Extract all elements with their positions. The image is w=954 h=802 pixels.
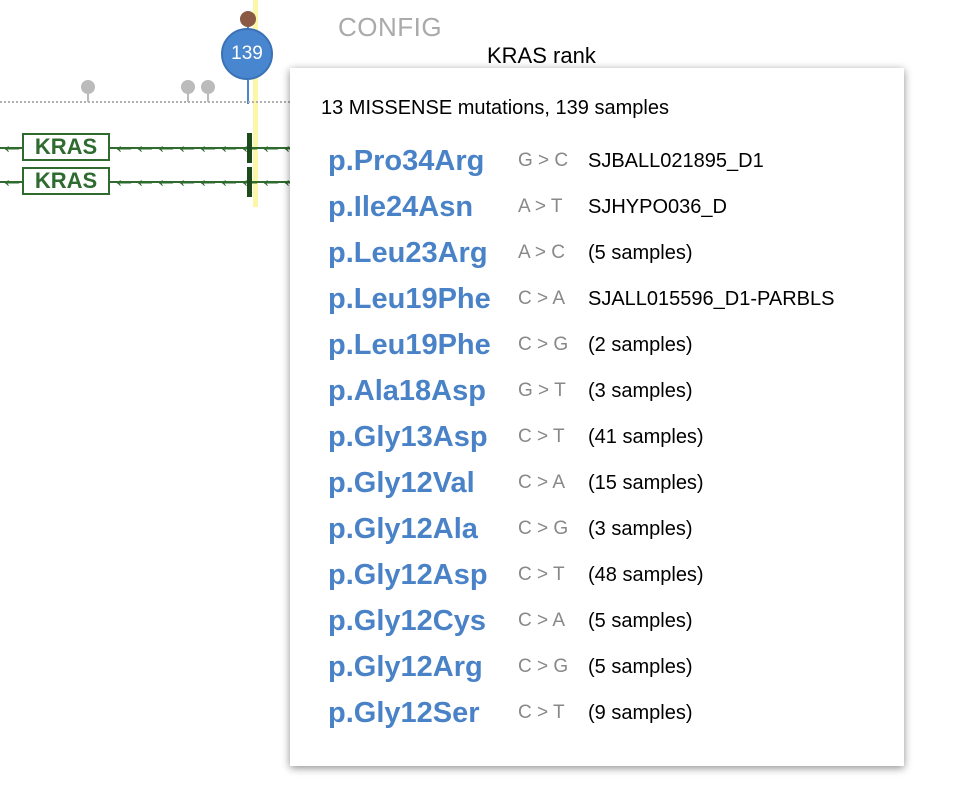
mutation-dot-small[interactable] <box>201 80 215 94</box>
mutation-row: p.Ile24Asn A > T SJHYPO036_D <box>328 184 834 230</box>
mutation-name-link[interactable]: p.Gly12Arg <box>328 650 483 683</box>
mutation-change: C > A <box>518 472 565 493</box>
gene-track-row[interactable]: ← KRAS ←←←←←←←←← <box>0 132 304 163</box>
config-button[interactable]: CONFIG <box>338 12 443 42</box>
mutation-change: C > G <box>518 518 569 539</box>
mutation-change: C > T <box>518 702 565 723</box>
strand-arrows-icon: ←←←←←←←←← <box>112 132 304 159</box>
mutation-row: p.Leu19Phe C > G (2 samples) <box>328 322 834 368</box>
tooltip-header: 13 MISSENSE mutations, 139 samples <box>321 97 669 119</box>
mutation-tooltip: 13 MISSENSE mutations, 139 samples p.Pro… <box>290 68 904 766</box>
mutation-name-link[interactable]: p.Gly13Asp <box>328 420 488 453</box>
gene-strand-line <box>0 181 290 183</box>
mutation-name-link[interactable]: p.Leu19Phe <box>328 282 491 315</box>
mutation-row: p.Leu23Arg A > C (5 samples) <box>328 230 834 276</box>
mutation-change: C > T <box>518 426 565 447</box>
mutation-samples: (3 samples) <box>588 517 693 540</box>
mutation-samples: (48 samples) <box>588 563 704 586</box>
mutation-row: p.Gly12Cys C > A (5 samples) <box>328 598 834 644</box>
mutation-samples: (41 samples) <box>588 425 704 448</box>
mutation-row: p.Leu19Phe C > A SJALL015596_D1-PARBLS <box>328 276 834 322</box>
mutation-name-link[interactable]: p.Gly12Val <box>328 466 475 499</box>
mutation-dot-other[interactable] <box>240 11 256 27</box>
exon-marker <box>247 167 252 197</box>
mutation-row: p.Gly13Asp C > T (41 samples) <box>328 414 834 460</box>
mutation-axis <box>0 101 290 103</box>
mutation-change: C > G <box>518 656 569 677</box>
mutation-change: C > A <box>518 610 565 631</box>
strand-arrow-icon: ← <box>0 166 24 193</box>
mutation-name-link[interactable]: p.Leu19Phe <box>328 328 491 361</box>
position-highlight <box>253 0 258 207</box>
mutation-name-link[interactable]: p.Gly12Cys <box>328 604 486 637</box>
mutation-count-disc[interactable]: 139 <box>221 28 273 80</box>
lollipop-stem-small <box>187 92 189 102</box>
lollipop-stem <box>247 80 249 104</box>
mutation-name-link[interactable]: p.Ala18Asp <box>328 374 486 407</box>
mutation-row: p.Gly12Ser C > T (9 samples) <box>328 690 834 736</box>
mutation-row: p.Gly12Ala C > G (3 samples) <box>328 506 834 552</box>
mutation-list: p.Pro34Arg G > C SJBALL021895_D1 p.Ile24… <box>328 138 834 736</box>
track-rank-label: KRAS rank <box>487 43 596 68</box>
gene-label[interactable]: KRAS <box>22 133 110 161</box>
mutation-change: C > G <box>518 334 569 355</box>
mutation-change: C > T <box>518 564 565 585</box>
mutation-samples: (5 samples) <box>588 655 693 678</box>
lollipop-stem-small <box>207 92 209 102</box>
mutation-row: p.Gly12Asp C > T (48 samples) <box>328 552 834 598</box>
gene-track-row[interactable]: ← KRAS ←←←←←←←←← <box>0 166 304 197</box>
mutation-samples: (9 samples) <box>588 701 693 724</box>
mutation-name-link[interactable]: p.Gly12Asp <box>328 558 488 591</box>
mutation-row: p.Ala18Asp G > T (3 samples) <box>328 368 834 414</box>
mutation-name-link[interactable]: p.Gly12Ala <box>328 512 478 545</box>
mutation-change: G > C <box>518 150 569 171</box>
mutation-dot-small[interactable] <box>81 80 95 94</box>
mutation-samples: (5 samples) <box>588 609 693 632</box>
mutation-change: A > C <box>518 242 565 263</box>
strand-arrow-icon: ← <box>0 132 24 159</box>
mutation-name-link[interactable]: p.Leu23Arg <box>328 236 488 269</box>
mutation-row: p.Gly12Val C > A (15 samples) <box>328 460 834 506</box>
mutation-change: C > A <box>518 288 565 309</box>
mutation-row: p.Gly12Arg C > G (5 samples) <box>328 644 834 690</box>
mutation-samples: SJBALL021895_D1 <box>588 149 764 172</box>
mutation-samples: (5 samples) <box>588 241 693 264</box>
gene-label[interactable]: KRAS <box>22 167 110 195</box>
mutation-samples: (15 samples) <box>588 471 704 494</box>
mutation-samples: (2 samples) <box>588 333 693 356</box>
lollipop-stem-small <box>87 92 89 102</box>
mutation-change: G > T <box>518 380 566 401</box>
mutation-name-link[interactable]: p.Pro34Arg <box>328 144 485 177</box>
exon-marker <box>247 133 252 163</box>
mutation-name-link[interactable]: p.Ile24Asn <box>328 190 474 223</box>
mutation-samples: SJHYPO036_D <box>588 195 727 218</box>
mutation-row: p.Pro34Arg G > C SJBALL021895_D1 <box>328 138 834 184</box>
mutation-samples: (3 samples) <box>588 379 693 402</box>
gene-strand-line <box>0 147 290 149</box>
strand-arrows-icon: ←←←←←←←←← <box>112 166 304 193</box>
mutation-name-link[interactable]: p.Gly12Ser <box>328 696 480 729</box>
mutation-change: A > T <box>518 196 563 217</box>
mutation-dot-small[interactable] <box>181 80 195 94</box>
mutation-samples: SJALL015596_D1-PARBLS <box>588 287 835 310</box>
